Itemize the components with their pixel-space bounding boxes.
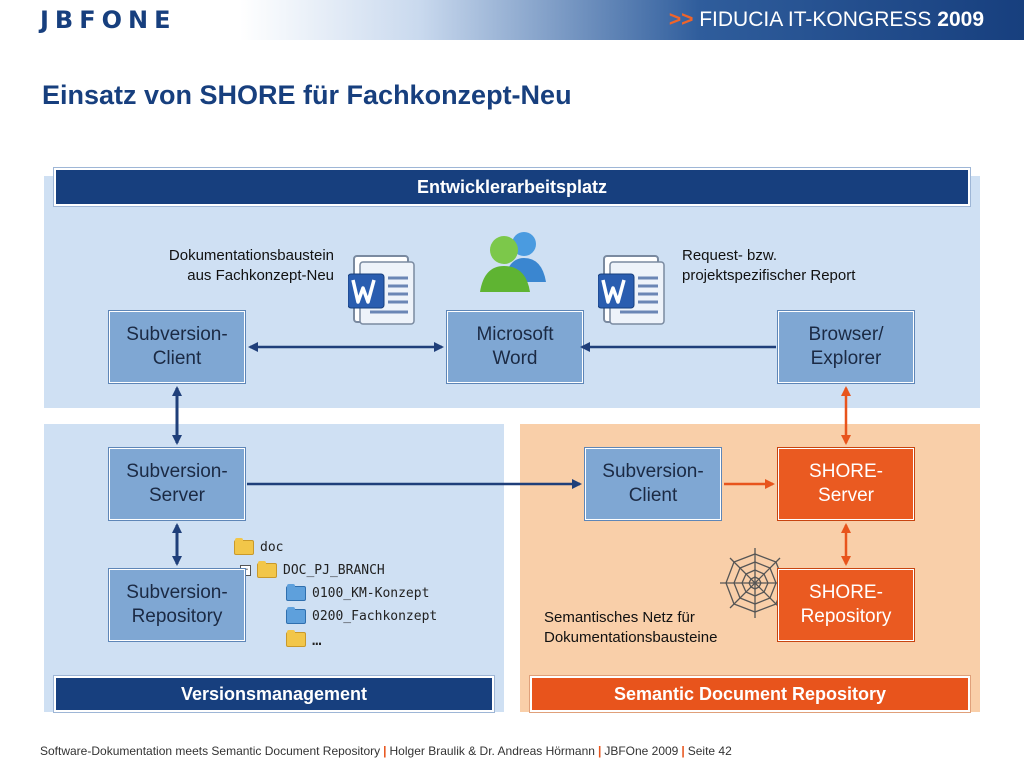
box-subversion-client-sdr: Subversion- Client: [584, 447, 722, 521]
box-subversion-server: Subversion- Server: [108, 447, 246, 521]
users-messenger-icon: [480, 232, 546, 292]
section-header-developer-workstation: Entwicklerarbeitsplatz: [53, 167, 971, 207]
folder-icon: [257, 561, 277, 578]
section-header-sdr: Semantic Document Repository: [529, 675, 971, 713]
label-semantic-net: Semantisches Netz für Dokumentationsbaus…: [544, 609, 718, 646]
congress-title: >> FIDUCIA IT-KONGRESS 2009: [669, 8, 984, 32]
footer-authors: Holger Braulik & Dr. Andreas Hörmann: [389, 744, 595, 758]
spider-web-icon: [720, 548, 790, 618]
word-document-icon: [598, 255, 665, 325]
box-subversion-client-top: Subversion- Client: [108, 310, 246, 384]
tree-item-more[interactable]: …: [286, 630, 322, 649]
label-request-report: Request- bzw. projektspezifischer Report: [682, 247, 856, 284]
tree-item-doc-pj-branch[interactable]: − DOC_PJ_BRANCH: [240, 561, 385, 578]
word-document-icon: [348, 255, 415, 325]
footer-separator: |: [597, 744, 602, 758]
folder-icon: [286, 630, 306, 647]
footer: Software-Dokumentation meets Semantic Do…: [40, 744, 732, 758]
box-browser-explorer: Browser/ Explorer: [777, 310, 915, 384]
tree-item-label: DOC_PJ_BRANCH: [283, 563, 385, 578]
slide-title: Einsatz von SHORE für Fachkonzept-Neu: [42, 80, 572, 110]
folder-icon: [286, 584, 306, 601]
box-subversion-repository: Subversion- Repository: [108, 568, 246, 642]
tree-item-label: 0200_Fachkonzept: [312, 609, 438, 624]
tree-item-doc[interactable]: doc: [234, 538, 284, 555]
footer-separator: |: [681, 744, 685, 758]
footer-title: Software-Dokumentation meets Semantic Do…: [40, 744, 381, 758]
box-shore-server: SHORE- Server: [777, 447, 915, 521]
folder-icon: [234, 538, 254, 555]
tree-item-label: 0100_KM-Konzept: [312, 586, 430, 601]
congress-year: 2009: [937, 8, 984, 31]
footer-event: JBFOne 2009: [604, 744, 679, 758]
congress-name: FIDUCIA IT-KONGRESS: [699, 8, 932, 31]
header-bar: [0, 0, 1024, 40]
box-microsoft-word: Microsoft Word: [446, 310, 584, 384]
footer-page: Seite 42: [687, 744, 732, 758]
tree-item-km-konzept[interactable]: 0100_KM-Konzept: [286, 584, 430, 601]
box-shore-repository: SHORE- Repository: [777, 568, 915, 642]
tree-item-label: doc: [260, 540, 284, 555]
jbfone-logo: JBFONE: [40, 6, 177, 34]
tree-item-fachkonzept[interactable]: 0200_Fachkonzept: [286, 607, 438, 624]
folder-icon: [286, 607, 306, 624]
congress-arrows: >>: [668, 8, 694, 31]
label-doc-baustein: Dokumentationsbaustein aus Fachkonzept-N…: [168, 247, 334, 284]
tree-item-label: …: [312, 630, 322, 649]
footer-separator: |: [383, 744, 387, 758]
section-header-versioning: Versionsmanagement: [53, 675, 495, 713]
